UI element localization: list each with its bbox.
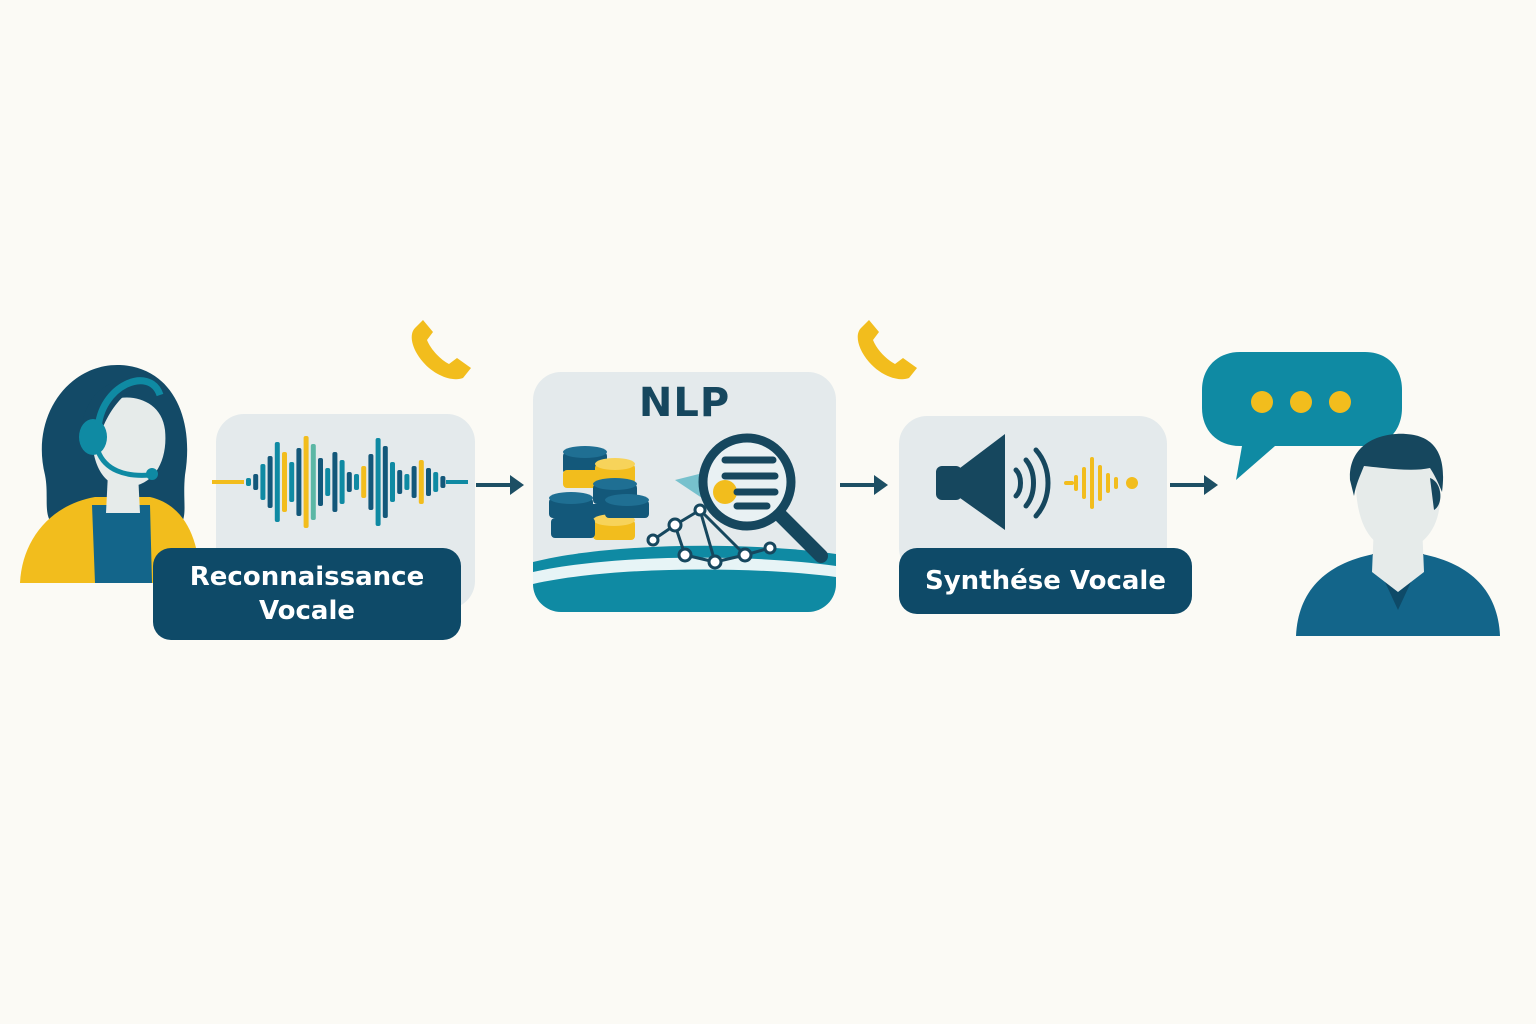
chat-bubble-icon <box>1202 352 1402 480</box>
speech-synthesis-label-text: Synthése Vocale <box>925 566 1166 596</box>
nlp-title: NLP <box>638 380 731 426</box>
speech-recognition-label-line2: Vocale <box>258 596 356 626</box>
magnifying-glass-icon <box>698 433 828 563</box>
audio-waveform-icon <box>1064 457 1138 509</box>
speech-synthesis-label: Synthése Vocale <box>899 548 1192 614</box>
speaker-icon <box>936 434 1051 530</box>
phone-icon <box>857 320 917 380</box>
arrow-right-icon <box>1170 475 1218 495</box>
speech-recognition-label: Reconnaissance Vocale <box>153 548 461 640</box>
network-graph-icon <box>646 470 777 570</box>
database-stack-icon <box>549 446 649 540</box>
speech-recognition-label-line1: Reconnaissance <box>189 562 425 592</box>
phone-icon <box>411 320 471 380</box>
arrow-right-icon <box>840 475 888 495</box>
user-icon <box>1296 433 1500 636</box>
audio-waveform-icon <box>212 436 468 528</box>
arrow-right-icon <box>476 475 524 495</box>
